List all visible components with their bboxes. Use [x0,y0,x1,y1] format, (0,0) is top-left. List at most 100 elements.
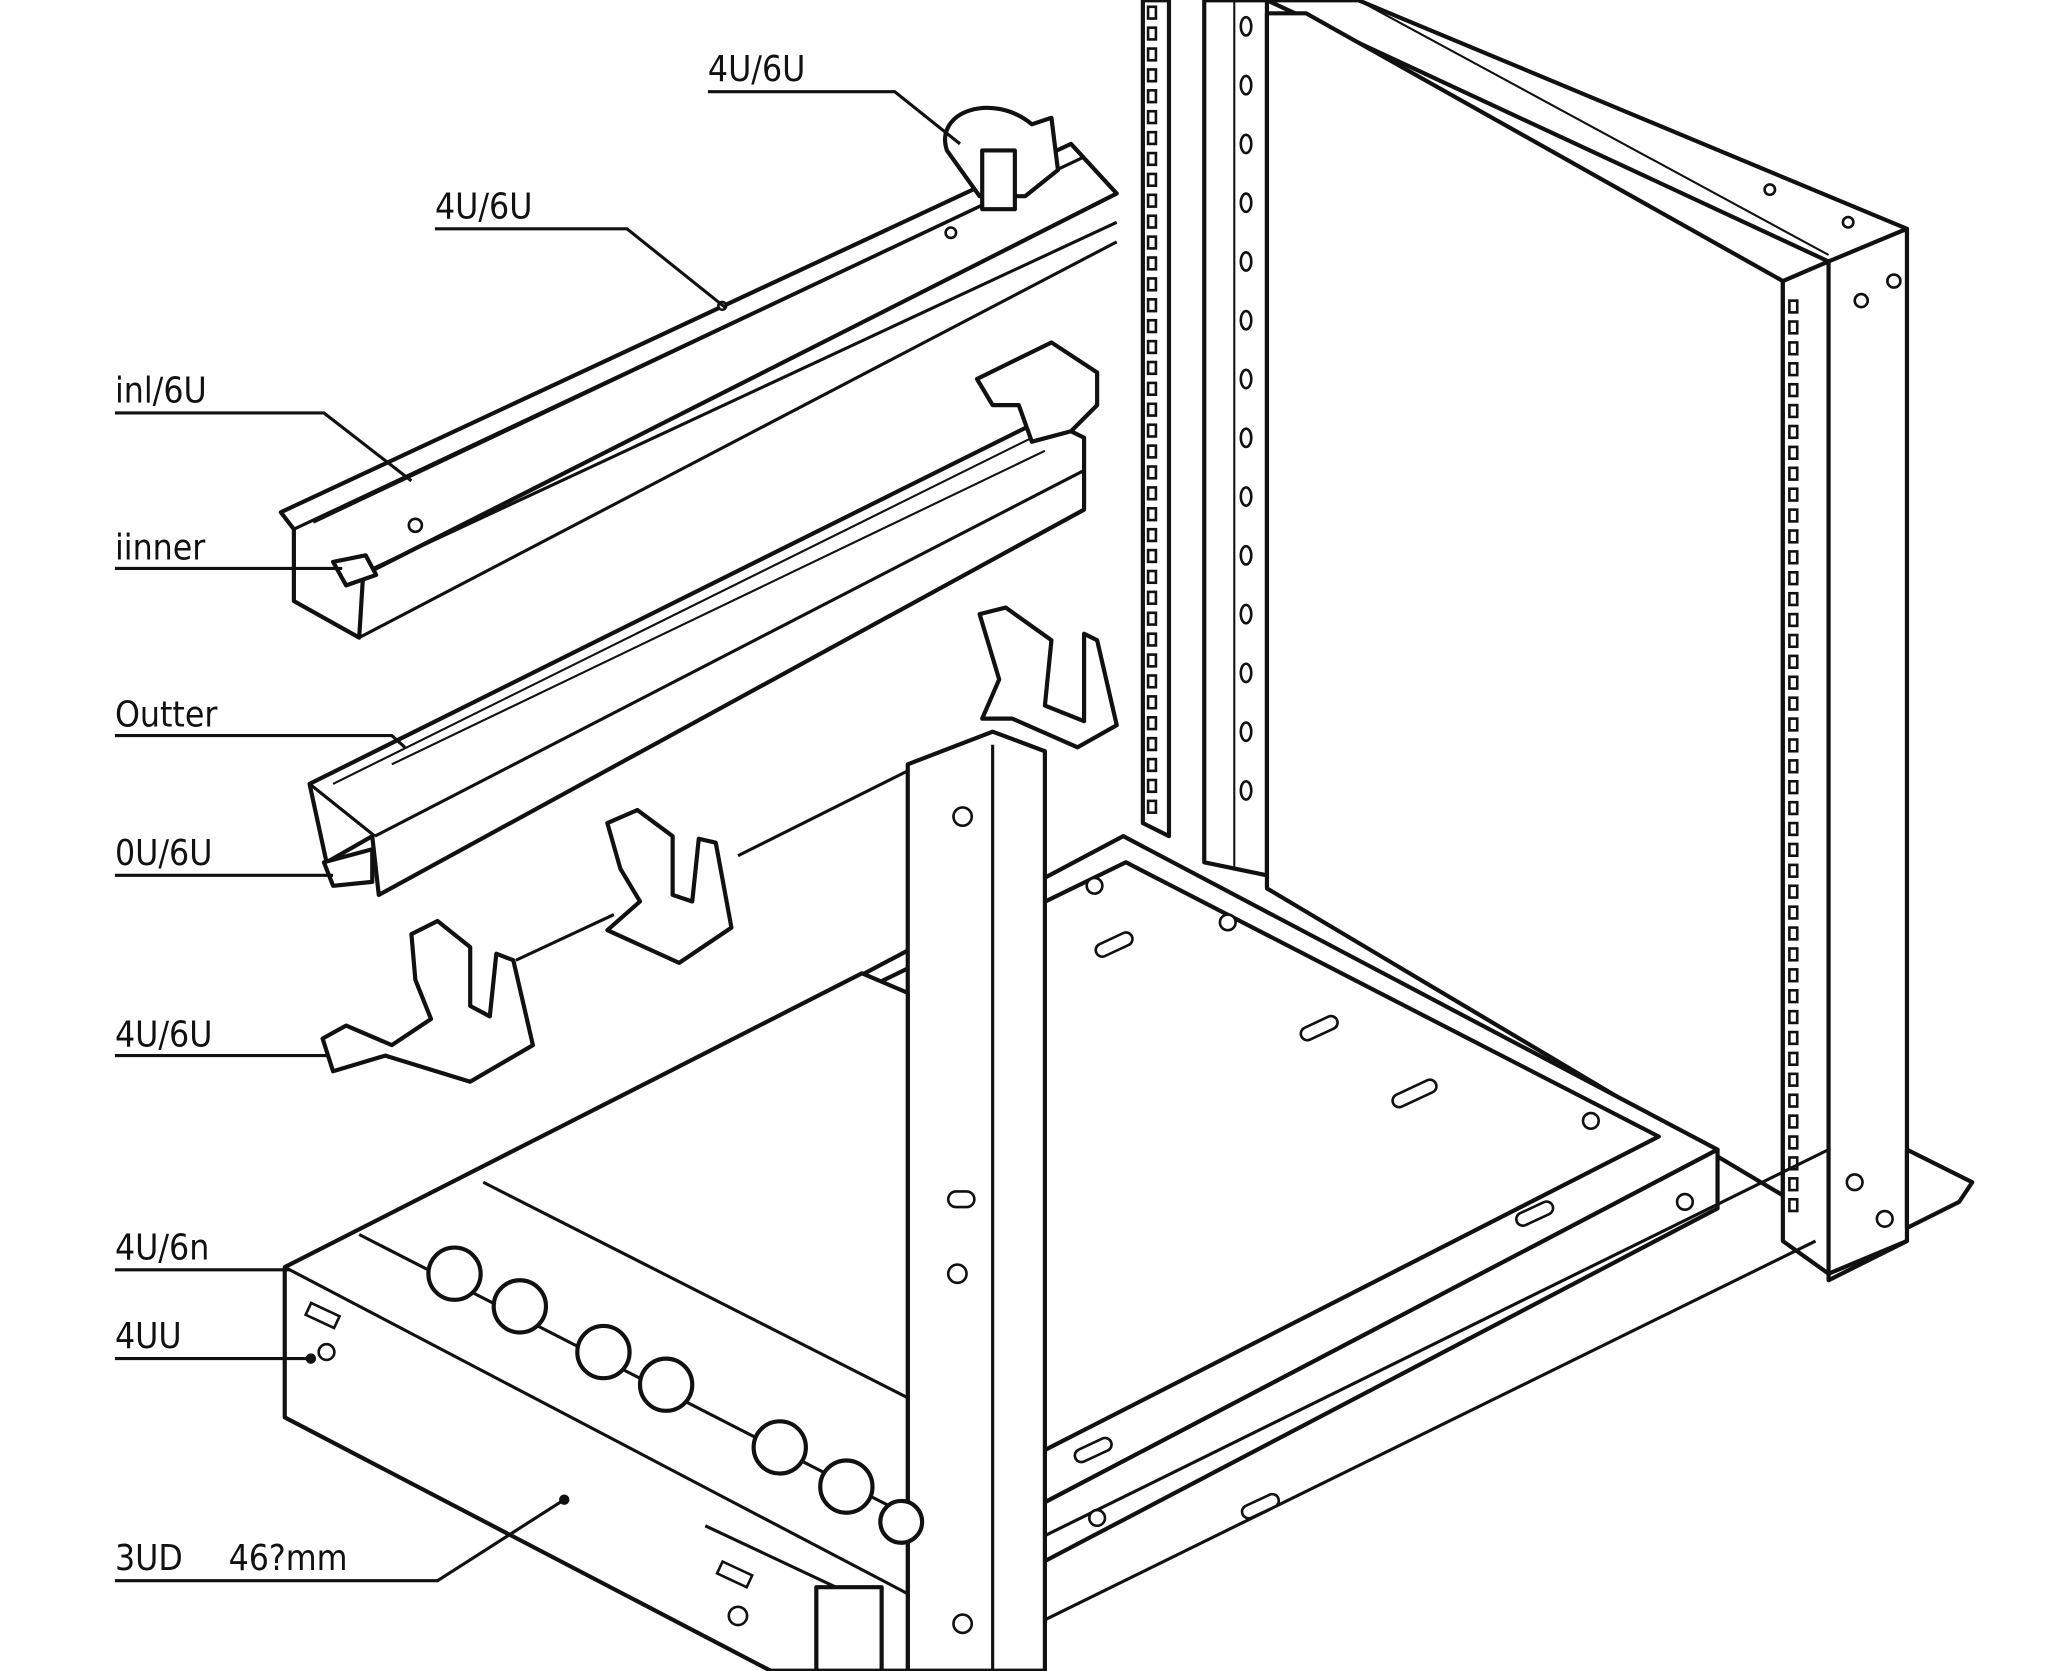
rack-hole [1146,235,1158,250]
rack-hole [1788,863,1799,878]
rack-hole [1788,508,1799,523]
label-outer-rail-size: 0U/6U [115,833,212,874]
rack-slot [1239,309,1253,331]
rack-hole [1146,695,1158,710]
rack-hole [1788,1197,1799,1213]
front-post [905,729,1047,1671]
rack-hole [1788,1114,1799,1129]
rack-hole [1146,151,1158,167]
rack-hole [1788,926,1799,941]
label-inner: iinner [115,527,206,568]
rack-hole [1788,633,1799,649]
rack-hole [1146,486,1158,501]
rack-slot [1239,15,1253,37]
rack-hole [1788,424,1799,440]
rack-hole [1146,757,1158,773]
bracket-lower [320,918,535,1084]
rack-hole [1788,612,1799,628]
rack-hole [1788,1135,1799,1150]
rack-hole [1788,529,1799,544]
rack-slot [1239,368,1253,390]
rack-hole [1788,779,1799,795]
rack-slot [1239,192,1253,214]
rack-hole [1146,130,1158,146]
rack-slot [1239,133,1253,155]
rack-slot [1239,721,1253,743]
rack-hole [1788,947,1799,962]
rack-hole [1788,905,1799,920]
label-chassis-front: 4UU [115,1316,182,1357]
rack-hole [1788,884,1799,899]
rack-hole [1788,1072,1799,1087]
label-top-rail-bracket: 4U/6U [708,49,805,90]
rack-frame [1140,0,1975,1283]
rack-hole [1146,381,1158,396]
rack-hole [1146,339,1158,355]
rack-hole [1146,590,1158,605]
rack-slot [1239,779,1253,801]
rack-hole [1146,715,1158,731]
rack-slot [1239,427,1253,449]
label-chassis-height: 3UD [115,1538,183,1579]
rack-hole [1146,632,1158,647]
rack-hole [1788,299,1799,314]
rack-slot [1239,486,1253,508]
rack-hole [1788,968,1799,983]
rack-hole [1788,1051,1799,1067]
rack-hole [1788,988,1799,1004]
rack-hole [1146,423,1158,438]
rack-hole [1788,759,1799,774]
label-top-rail: 4U/6U [435,186,532,227]
rack-hole [1788,320,1799,335]
rack-hole [1146,109,1158,125]
rack-hole [1788,675,1799,690]
rack-hole [1146,778,1158,794]
rack-hole [1146,736,1158,752]
rack-hole [1788,466,1799,481]
rack-slot [1239,603,1253,625]
rack-hole [1788,487,1799,502]
rack-hole [1788,738,1799,753]
rack-hole [1146,5,1158,20]
rack-hole [1146,68,1158,83]
rack-hole [1788,382,1799,398]
bracket-upper [977,605,1119,750]
rack-hole [1788,591,1799,607]
rack-hole [1146,47,1158,62]
rack-hole [1788,800,1799,816]
label-outer: Outter [115,694,218,735]
rack-hole [1146,569,1158,585]
top-rail [278,105,1119,640]
rack-hole [1788,696,1799,711]
label-bracket: 4U/6U [115,1014,212,1055]
rack-hole [1146,611,1158,626]
label-chassis-depth: 46?mm [229,1538,348,1579]
rack-hole [1146,214,1158,229]
rack-slot [1239,74,1253,96]
rack-hole [1146,193,1158,208]
rack-hole [1788,1009,1799,1025]
label-chassis-top: 4U/6n [115,1227,209,1268]
rack-hole [1146,548,1158,564]
rack-hole [1146,318,1158,334]
bracket-middle [605,807,734,965]
rack-hole [1788,1030,1799,1046]
rack-hole [1146,674,1158,689]
rack-hole [1146,277,1158,292]
rack-hole [1146,799,1158,814]
rack-hole [1788,550,1799,565]
rack-slot [1239,544,1253,566]
rack-hole [1146,507,1158,522]
rack-hole [1146,172,1158,188]
rack-hole [1788,1093,1799,1108]
rack-slot [1239,662,1253,684]
rack-hole [1146,89,1158,104]
label-inner-rail-size: inl/6U [115,371,207,412]
rack-hole [1146,465,1158,480]
rack-hole [1788,1177,1799,1192]
rack-hole [1788,821,1799,837]
chassis-unit [282,971,925,1671]
rack-hole [1788,445,1799,460]
rack-hole [1146,360,1158,376]
rack-slot [1239,251,1253,272]
